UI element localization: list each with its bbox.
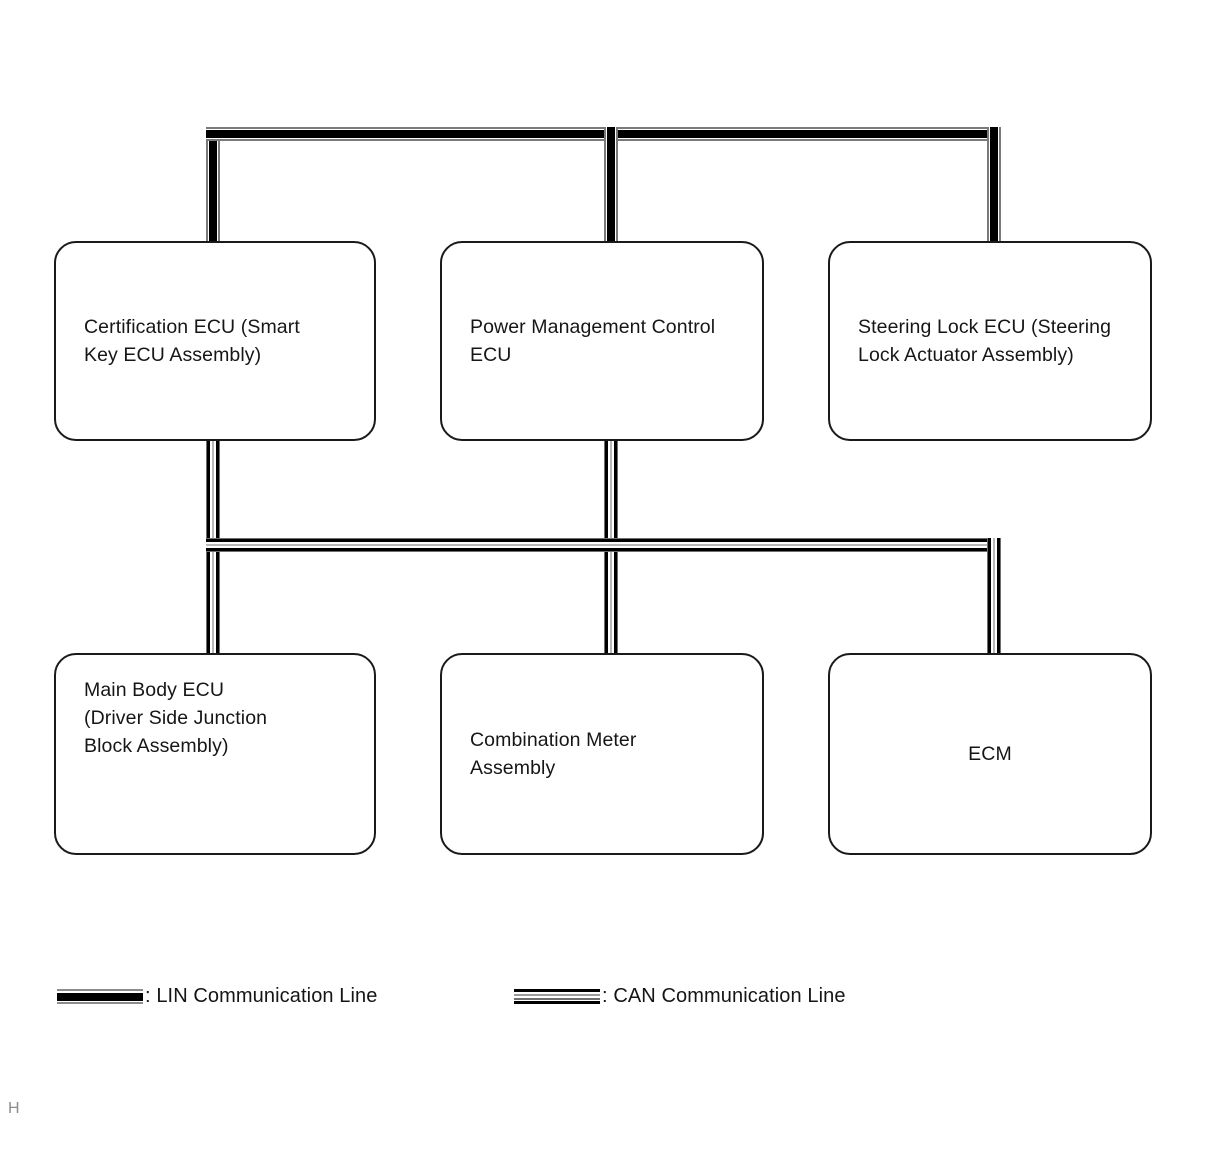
legend-label-can: : CAN Communication Line — [602, 985, 846, 1007]
ecu-box-certification-ecu[interactable]: Certification ECU (Smart Key ECU Assembl… — [54, 241, 376, 441]
ecu-box-power-management-control-ecu[interactable]: Power Management Control ECU — [440, 241, 764, 441]
can-line-bus-to-ecm — [987, 538, 1001, 659]
ecu-box-combination-meter-assembly[interactable]: Combination Meter Assembly — [440, 653, 764, 855]
can-line-swatch — [514, 989, 600, 1004]
legend-item-can: : CAN Communication Line — [514, 985, 846, 1008]
lin-line-top-bus — [206, 127, 1001, 141]
lin-line-certification-riser — [206, 127, 220, 249]
ecu-label-steering-lock-ecu: Steering Lock ECU (Steering Lock Actuato… — [858, 316, 1112, 366]
ecu-box-steering-lock-ecu[interactable]: Steering Lock ECU (Steering Lock Actuato… — [828, 241, 1152, 441]
ecu-label-ecm: ECM — [968, 743, 1012, 765]
lin-line-steering-lock-riser — [987, 127, 1001, 249]
legend-label-lin: : LIN Communication Line — [145, 985, 378, 1007]
can-line-bus — [206, 538, 1001, 552]
page-marker: H — [8, 1100, 20, 1117]
legend-item-lin: : LIN Communication Line — [57, 985, 378, 1008]
ecu-label-power-management-control-ecu: Power Management Control ECU — [470, 316, 716, 366]
ecu-box-main-body-ecu[interactable]: Main Body ECU (Driver Side Junction Bloc… — [54, 653, 376, 855]
lin-line-swatch — [57, 989, 143, 1004]
ecu-label-certification-ecu: Certification ECU (Smart Key ECU Assembl… — [84, 316, 300, 366]
lin-line-power-management-riser — [604, 127, 618, 249]
ecu-label-combination-meter-assembly: Combination Meter Assembly — [470, 729, 637, 779]
ecu-label-main-body-ecu: Main Body ECU (Driver Side Junction Bloc… — [84, 679, 268, 758]
ecu-box-ecm[interactable]: ECM — [828, 653, 1152, 855]
